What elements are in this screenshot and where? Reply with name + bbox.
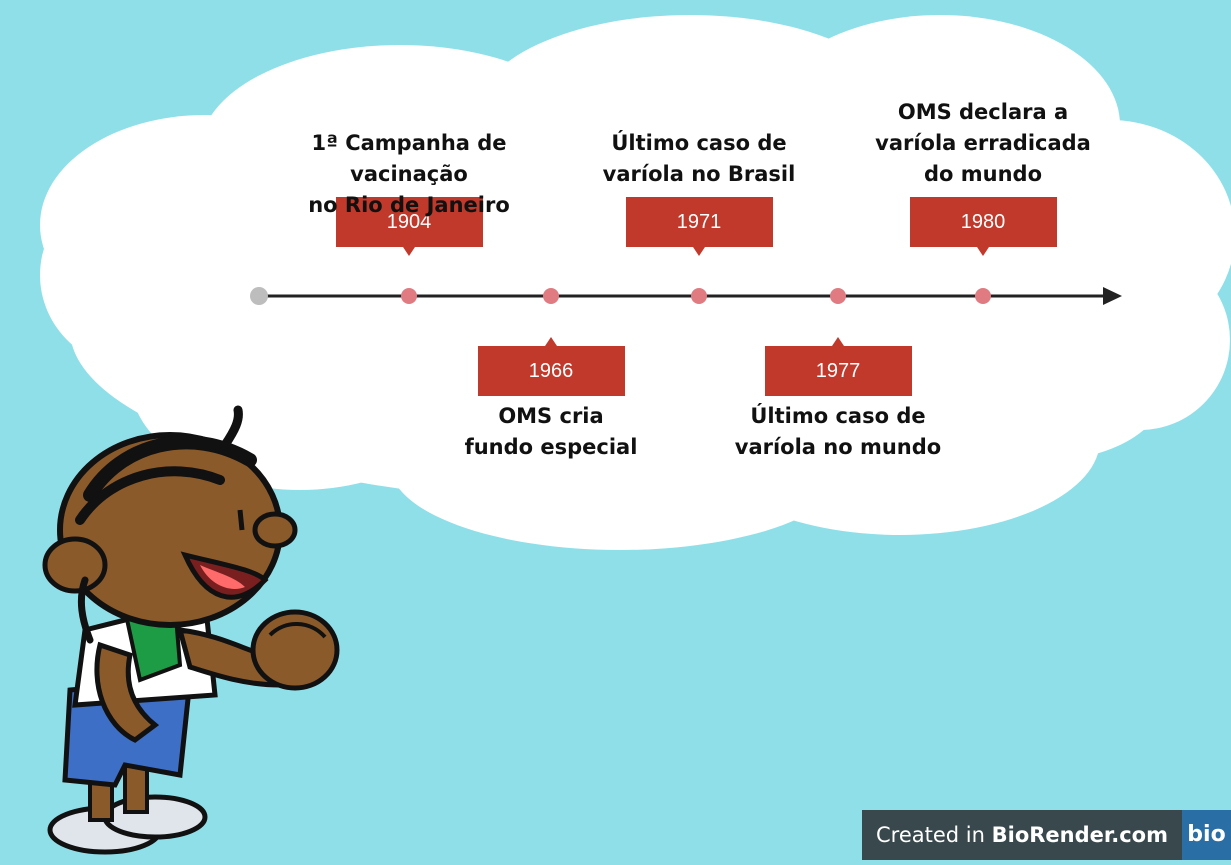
year-box-1966: 1966 [477,346,625,396]
year-pointer-1971 [693,247,705,256]
year-box-1977: 1977 [764,346,912,396]
year-pointer-1966 [545,337,557,346]
event-caption-1971: Último caso de varíola no Brasil [602,131,796,186]
axis-arrowhead [1103,287,1122,305]
event-caption-1966: OMS cria fundo especial [464,404,638,459]
year-box-1904: 1904 [335,197,483,247]
event-caption-1904: 1ª Campanha de vacinação no Rio de Janei… [308,131,510,217]
event-dot-1966 [543,288,559,304]
year-pointer-1977 [832,337,844,346]
axis-start-dot [250,287,268,305]
event-caption-1980: OMS declara a varíola erradicada do mund… [875,100,1091,186]
event-dot-1904 [401,288,417,304]
event-caption-1977: Último caso de varíola no mundo [734,404,942,459]
credit-brand: BioRender.com [991,823,1168,847]
year-pointer-1904 [403,247,415,256]
credit-prefix: Created in [876,823,992,847]
biorender-logo: bio [1182,810,1231,860]
event-dot-1977 [830,288,846,304]
biorender-credit: Created in BioRender.com [862,810,1182,860]
event-dot-1980 [975,288,991,304]
year-box-1971: 1971 [625,197,773,247]
event-dot-1971 [691,288,707,304]
year-pointer-1980 [977,247,989,256]
cartoon-boy-illustration [42,405,340,855]
year-box-1980: 1980 [909,197,1057,247]
biorender-badge[interactable]: Created in BioRender.com bio [862,810,1231,860]
